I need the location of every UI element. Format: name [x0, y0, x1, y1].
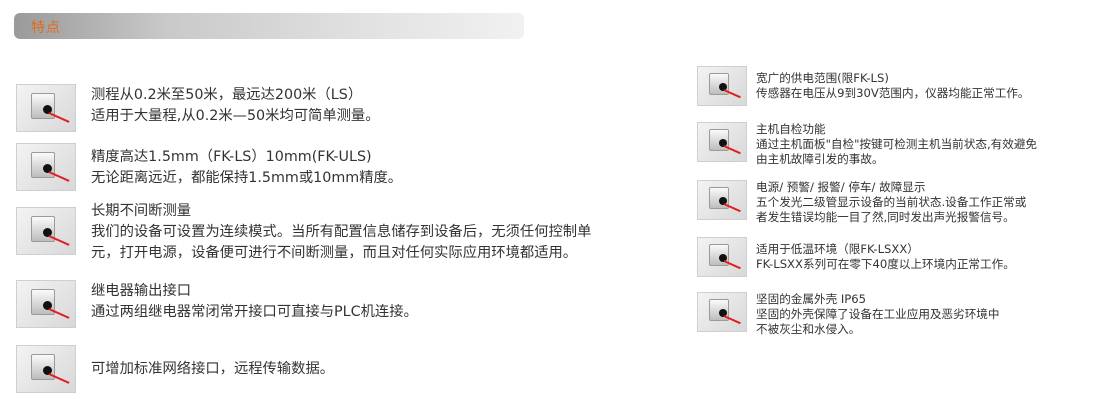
laser-sensor-icon [16, 280, 76, 328]
laser-sensor-icon [16, 143, 76, 191]
feature-desc: 元，打开电源，设备便可进行不间断测量，而且对任何实际应用环境都适用。 [91, 245, 578, 261]
feature-title: 适用于低温环境（限FK-LSXX） [756, 242, 919, 256]
laser-sensor-icon [697, 180, 747, 220]
feature-title: 电源/ 预警/ 报警/ 停车/ 故障显示 [756, 180, 926, 194]
section-header-bar: 特点 [14, 13, 524, 39]
laser-sensor-icon [16, 207, 76, 255]
feature-title: 主机自检功能 [756, 122, 826, 136]
feature-desc: 由主机故障引发的事故。 [756, 152, 884, 166]
feature-desc: 无论距离远近，都能保持1.5mm或10mm精度。 [91, 170, 403, 186]
laser-sensor-icon [16, 345, 76, 393]
feature-desc: 坚固的外壳保障了设备在工业应用及恶劣环境中 [756, 307, 1000, 321]
laser-sensor-icon [697, 122, 747, 162]
laser-sensor-icon [697, 292, 747, 332]
laser-sensor-icon [697, 237, 747, 277]
feature-desc: 传感器在电压从9到30V范围内，仪器均能正常工作。 [756, 86, 1030, 100]
laser-sensor-icon [697, 66, 747, 106]
feature-desc: 我们的设备可设置为连续模式。当所有配置信息储存到设备后，无须任何控制单 [91, 224, 592, 240]
feature-title: 坚固的金属外壳 IP65 [756, 292, 867, 306]
feature-title: 继电器输出接口 [91, 283, 192, 299]
feature-title: 长期不间断测量 [91, 203, 192, 219]
feature-desc: 通过两组继电器常闭常开接口可直接与PLC机连接。 [91, 304, 418, 320]
feature-desc: 通过主机面板"自检"按键可检测主机当前状态,有效避免 [756, 137, 1038, 151]
laser-sensor-icon [16, 84, 76, 132]
feature-desc: 适用于大量程,从0.2米—50米均可简单测量。 [91, 108, 380, 124]
feature-title: 精度高达1.5mm（FK-LS）10mm(FK-ULS) [91, 149, 372, 165]
feature-title: 可增加标准网络接口，远程传输数据。 [91, 361, 335, 377]
feature-desc: 五个发光二级管显示设备的当前状态.设备工作正常或 [756, 195, 1027, 209]
feature-desc: 者发生错误均能一目了然,同时发出声光报警信号。 [756, 210, 1015, 224]
feature-desc: 不被灰尘和水侵入。 [756, 322, 861, 336]
feature-title: 宽广的供电范围(限FK-LS) [756, 71, 889, 85]
feature-desc: FK-LSXX系列可在零下40度以上环境内正常工作。 [756, 257, 1015, 271]
feature-title: 测程从0.2米至50米，最远达200米（LS） [91, 87, 363, 103]
section-title: 特点 [31, 20, 61, 36]
